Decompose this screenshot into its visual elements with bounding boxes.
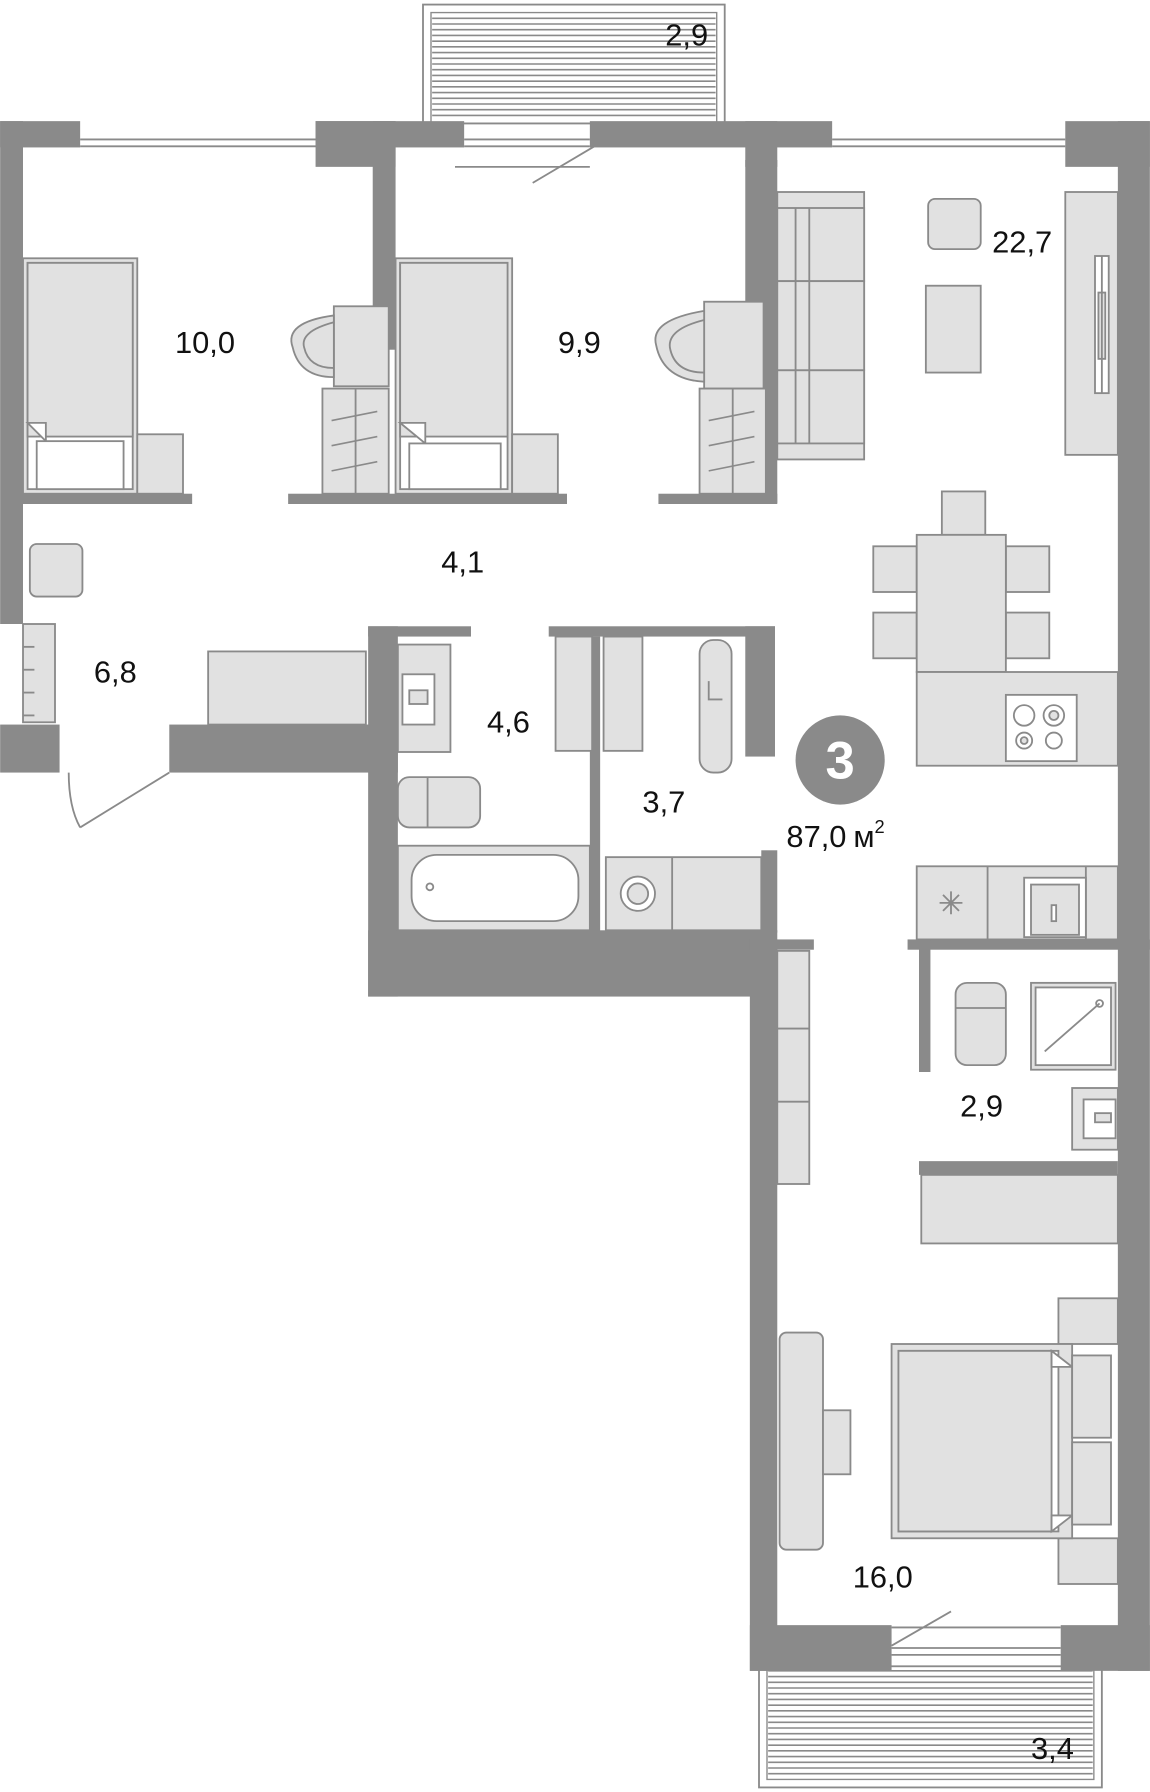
balcony-bottom (758, 1665, 1103, 1789)
room-count-badge (795, 715, 885, 805)
bedroom-2-furniture (394, 257, 767, 495)
label-master-bedroom: 16,0 (853, 1559, 913, 1594)
label-hall: 6,8 (94, 654, 137, 689)
kitchen-units (915, 671, 1119, 941)
label-balcony-bottom: 3,4 (1031, 1731, 1074, 1766)
dining-table-set (872, 490, 1051, 673)
label-bedroom-2: 9,9 (558, 325, 601, 360)
wc-fixtures (920, 981, 1119, 1245)
balcony-top (422, 3, 726, 125)
bathroom-fixtures (396, 635, 733, 932)
room-count: 3 (826, 731, 855, 790)
living-room-furniture (776, 191, 1119, 461)
label-bathroom: 4,6 (487, 705, 530, 740)
windows (80, 138, 1066, 1656)
bedroom-1-furniture (22, 257, 390, 495)
room-labels: 2,9 10,0 9,9 22,7 4,1 6,8 4,6 3,7 2,9 16… (94, 18, 1074, 1766)
master-bedroom-furniture (778, 1297, 1119, 1585)
doors (67, 145, 952, 1647)
label-corridor: 4,1 (441, 545, 484, 580)
label-wc: 2,9 (960, 1089, 1003, 1124)
label-balcony-top: 2,9 (665, 18, 708, 53)
hall-furniture (22, 543, 367, 726)
label-living-kitchen: 22,7 (992, 225, 1052, 260)
corridor-wardrobe (776, 949, 811, 1185)
label-laundry: 3,7 (642, 785, 685, 820)
label-bedroom-1: 10,0 (175, 325, 235, 360)
laundry-fixtures (604, 856, 763, 932)
